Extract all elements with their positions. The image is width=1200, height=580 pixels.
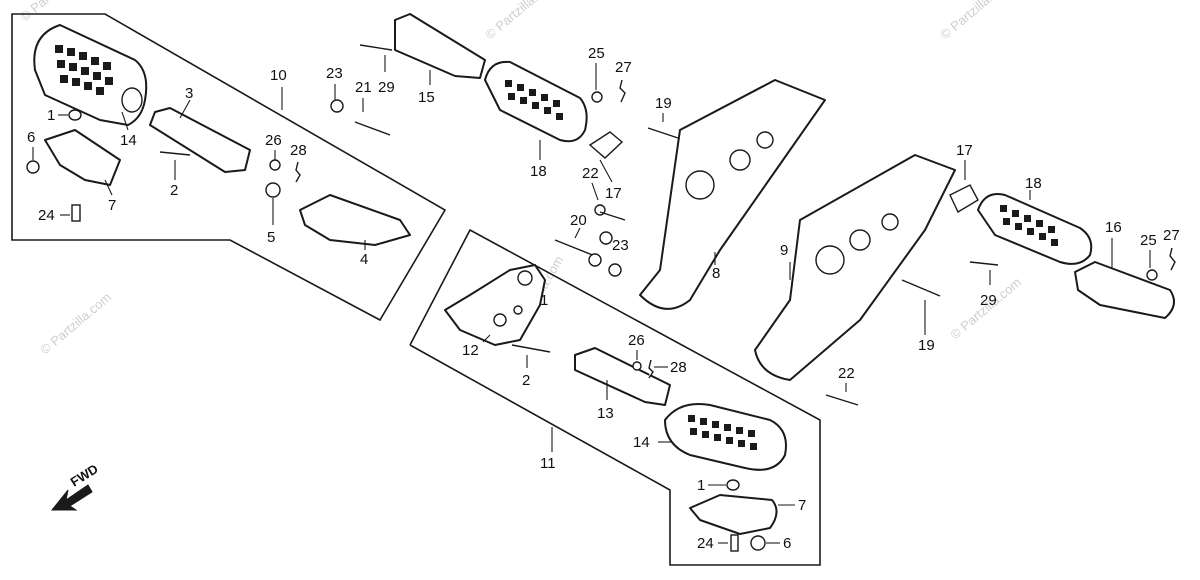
footpeg-arm-3	[149, 107, 251, 173]
callout-1-mid: 1	[540, 292, 548, 309]
nut-6-left	[26, 160, 40, 174]
washer-17-top	[588, 131, 624, 159]
fwd-label: FWD	[68, 461, 101, 489]
bushing-1-left	[68, 109, 82, 121]
callout-23-mid: 23	[612, 237, 629, 254]
callout-19-right: 19	[918, 337, 935, 354]
footpeg-arm-13	[574, 347, 671, 406]
footpeg-rubber-18-right	[977, 193, 1093, 265]
callout-12: 12	[462, 342, 479, 359]
callout-20: 20	[570, 212, 587, 229]
callout-22-top: 22	[582, 165, 599, 182]
bolt-19-right	[901, 279, 941, 297]
heel-guard-7-left	[44, 129, 121, 186]
callout-17-top: 17	[605, 185, 622, 202]
callout-3: 3	[185, 85, 193, 102]
pin-2-lower	[511, 344, 551, 353]
callout-22-right: 22	[838, 365, 855, 382]
callout-15: 15	[418, 89, 435, 106]
callout-10: 10	[270, 67, 287, 84]
callout-29-top: 29	[378, 79, 395, 96]
nut-6-lower	[750, 535, 766, 551]
callout-27-right: 27	[1163, 227, 1180, 244]
callout-6-left: 6	[27, 129, 35, 146]
passenger-peg-15	[394, 13, 486, 79]
step-plate-9	[754, 154, 956, 381]
callout-25-right: 25	[1140, 232, 1157, 249]
bolt-24-lower	[730, 534, 739, 552]
bracket-4	[299, 194, 411, 246]
callout-23-top: 23	[326, 65, 343, 82]
footpeg-rubber-18-top	[484, 60, 588, 143]
callout-18-top: 18	[530, 163, 547, 180]
callout-25-top: 25	[588, 45, 605, 62]
callout-24-left: 24	[38, 207, 55, 224]
callout-5: 5	[267, 229, 275, 246]
group-box-10	[11, 13, 447, 322]
bolt-24-left	[71, 204, 81, 222]
callout-1-lower: 1	[697, 477, 705, 494]
callout-26-lower: 26	[628, 332, 645, 349]
callout-14-left: 14	[120, 132, 137, 149]
callout-18-right: 18	[1025, 175, 1042, 192]
callout-17-right: 17	[956, 142, 973, 159]
washer-17-right	[949, 184, 979, 213]
bracket-12	[444, 264, 546, 346]
bolt-19-top	[647, 127, 679, 139]
bolt-21	[354, 121, 391, 136]
callout-7-left: 7	[108, 197, 116, 214]
callout-26-left: 26	[265, 132, 282, 149]
callout-16: 16	[1105, 219, 1122, 236]
callout-19-top: 19	[655, 95, 672, 112]
watermark-top-center: © Partzilla.com	[482, 0, 559, 42]
group-box-11	[409, 228, 821, 566]
pin-29-top	[359, 44, 393, 51]
callout-28-left: 28	[290, 142, 307, 159]
footpeg-rubber-14-left	[33, 24, 148, 126]
callout-29-right: 29	[980, 292, 997, 309]
callout-27-top: 27	[615, 59, 632, 76]
callout-24-lower: 24	[697, 535, 714, 552]
footpeg-rubber-14-lower	[664, 403, 787, 471]
watermark-mid-left: © Partzilla.com	[37, 289, 114, 357]
fwd-arrow-icon: FWD	[50, 461, 101, 511]
callout-1-left: 1	[47, 107, 55, 124]
callout-2-left: 2	[170, 182, 178, 199]
step-plate-8	[639, 79, 826, 310]
callout-21: 21	[355, 79, 372, 96]
callout-14-lower: 14	[633, 434, 650, 451]
callout-2-lower: 2	[522, 372, 530, 389]
passenger-peg-16	[1074, 261, 1175, 319]
washer-5	[265, 182, 281, 198]
bolt-22-right	[825, 394, 859, 406]
heel-guard-7-lower	[689, 494, 778, 535]
bushing-1-lower	[726, 479, 740, 491]
pin-29-right	[969, 261, 999, 266]
callout-7-lower: 7	[798, 497, 806, 514]
callout-6-lower: 6	[783, 535, 791, 552]
watermark-top-right: © Partzilla.com	[937, 0, 1014, 42]
callout-4: 4	[360, 251, 368, 268]
callout-13: 13	[597, 405, 614, 422]
callout-8: 8	[712, 265, 720, 282]
callout-28-lower: 28	[670, 359, 687, 376]
callout-11: 11	[540, 455, 556, 472]
callout-9: 9	[780, 242, 788, 259]
watermark-top-left: © Partzilla.com	[17, 0, 94, 24]
